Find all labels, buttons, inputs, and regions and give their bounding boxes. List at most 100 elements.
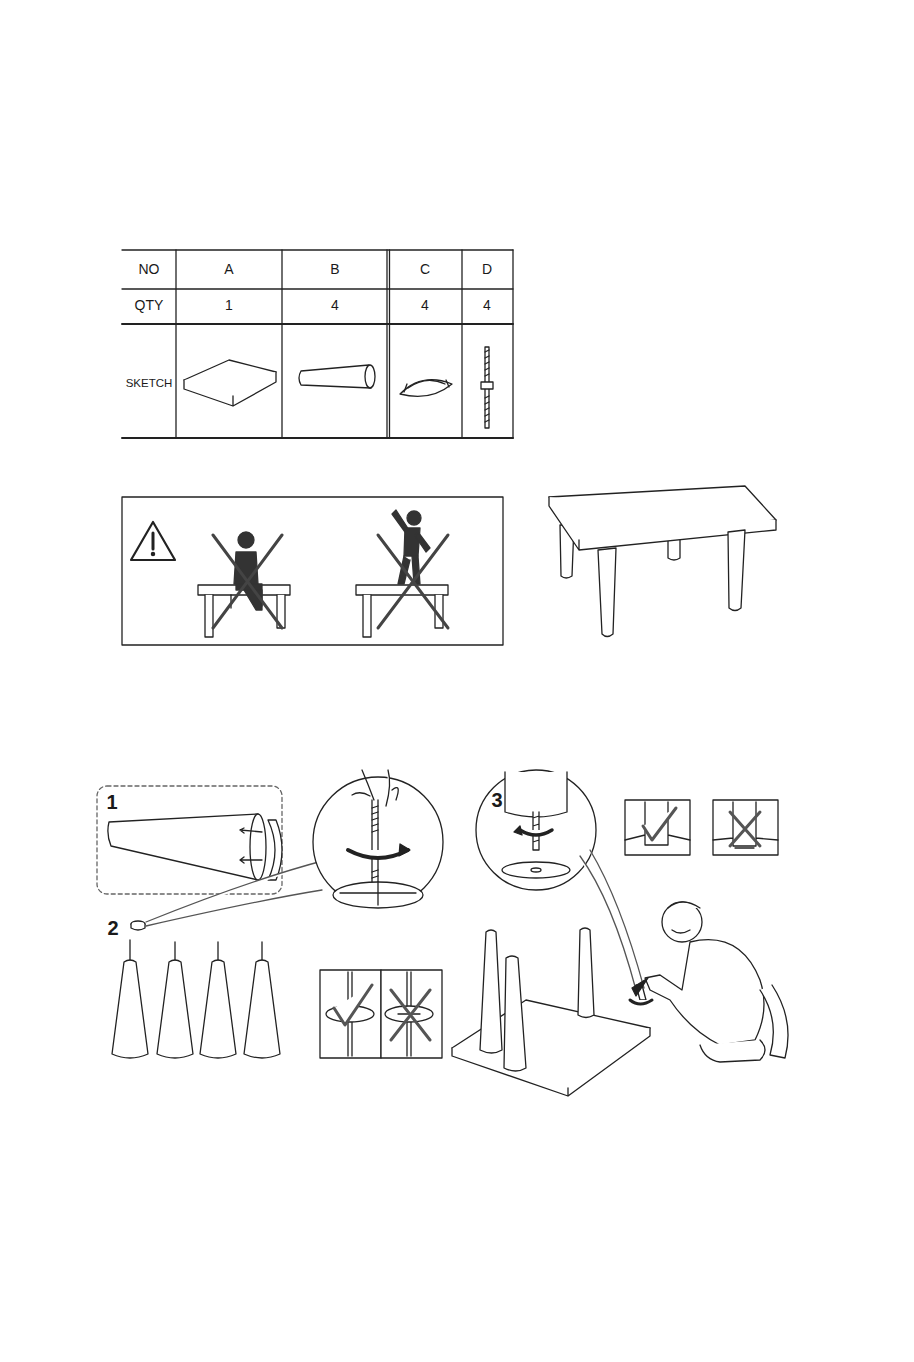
line-art	[122, 323, 513, 325]
line-art	[643, 808, 676, 840]
part-letter: C	[420, 262, 430, 277]
quantity-cell: 4	[483, 298, 491, 313]
line-art	[713, 800, 778, 855]
line-art	[333, 882, 423, 908]
line-art	[662, 902, 702, 942]
line-art	[630, 1000, 652, 1004]
line-art	[213, 535, 448, 628]
line-art	[386, 250, 387, 438]
line-art	[352, 770, 398, 806]
line-art	[313, 777, 443, 907]
line-art	[398, 556, 420, 584]
line-art	[131, 522, 175, 560]
line-art	[213, 535, 282, 628]
line-art	[632, 978, 648, 996]
line-art	[520, 830, 552, 835]
line-art	[157, 960, 193, 1058]
line-art	[760, 985, 788, 1058]
part-letter: A	[224, 262, 233, 277]
line-art	[122, 437, 513, 439]
line-art	[392, 510, 409, 532]
line-art	[578, 928, 594, 1018]
line-art	[415, 532, 430, 552]
line-art	[131, 924, 145, 930]
line-art	[391, 990, 430, 1040]
line-art	[200, 960, 236, 1058]
line-art	[728, 530, 745, 611]
line-art	[590, 850, 644, 988]
step-three-panel	[452, 770, 788, 1096]
line-art	[625, 800, 690, 855]
line-art	[244, 590, 262, 610]
line-art	[625, 802, 690, 845]
line-art	[481, 382, 493, 389]
line-art	[244, 960, 280, 1058]
line-art	[476, 770, 596, 890]
line-art	[112, 960, 148, 1058]
line-art	[372, 800, 378, 888]
line-art	[598, 548, 616, 637]
line-art	[340, 882, 416, 905]
line-art	[713, 802, 778, 848]
line-art	[480, 930, 502, 1053]
line-art	[198, 585, 448, 637]
line-art	[407, 511, 421, 525]
line-art	[152, 533, 155, 549]
part-sketches	[184, 347, 493, 428]
line-art	[372, 806, 378, 878]
line-art	[151, 552, 154, 555]
line-art	[505, 772, 567, 817]
warning-panel	[122, 497, 503, 645]
line-art	[404, 380, 449, 392]
step-number: 3	[491, 789, 502, 811]
line-art	[281, 250, 282, 438]
line-art	[668, 902, 700, 933]
line-art	[175, 250, 176, 438]
line-art	[504, 956, 526, 1071]
line-art	[250, 814, 266, 880]
line-art	[97, 786, 282, 894]
line-art	[184, 372, 276, 406]
line-art	[108, 814, 258, 880]
line-art	[700, 1040, 765, 1062]
quantity-cell: 4	[331, 298, 339, 313]
part-letter: D	[482, 262, 492, 277]
step-number: 2	[107, 917, 118, 939]
line-art	[356, 585, 448, 595]
line-art	[512, 250, 513, 438]
line-art	[268, 820, 282, 880]
line-art	[531, 868, 541, 872]
table-header: NO	[139, 262, 160, 277]
line-art	[365, 365, 375, 388]
line-art	[389, 250, 390, 438]
line-art	[514, 826, 522, 835]
step-one-panel	[97, 786, 282, 894]
line-art	[320, 970, 381, 1058]
quantity-cell: 4	[421, 298, 429, 313]
table-header: QTY	[135, 298, 164, 313]
parts-table	[122, 250, 513, 438]
line-art	[146, 860, 326, 926]
quantity-cell: 1	[225, 298, 233, 313]
line-art	[130, 940, 262, 960]
line-art	[399, 844, 410, 856]
line-art	[122, 288, 513, 289]
line-art	[461, 250, 462, 438]
line-art	[378, 535, 448, 628]
line-art	[238, 532, 254, 548]
table-header: SKETCH	[126, 377, 173, 390]
line-art	[122, 249, 513, 250]
line-art	[730, 812, 760, 846]
step-two-legs	[112, 770, 443, 1058]
line-art	[122, 497, 503, 645]
line-art	[645, 940, 764, 1045]
step-number: 1	[106, 791, 117, 813]
line-art	[240, 857, 262, 863]
line-art	[502, 862, 570, 878]
line-art	[400, 380, 452, 397]
assembled-table	[549, 486, 776, 637]
line-art	[299, 365, 371, 388]
